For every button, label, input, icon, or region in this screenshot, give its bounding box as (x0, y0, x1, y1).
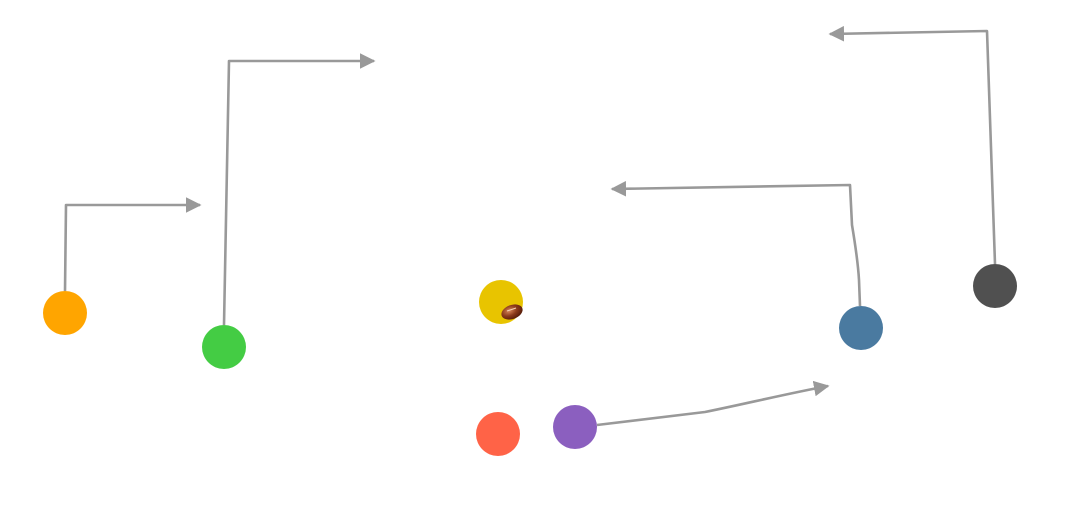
player-green (202, 325, 246, 369)
player-orange (43, 291, 87, 335)
football-lace (506, 307, 517, 312)
route-blue (610, 180, 862, 307)
players-layer (43, 264, 1017, 456)
player-red (476, 412, 520, 456)
player-dark (973, 264, 1017, 308)
football-icon (501, 304, 523, 320)
route-green (222, 53, 376, 326)
route-orange (63, 197, 202, 292)
player-blue (839, 306, 883, 350)
route-dark (828, 25, 997, 265)
routes-layer (63, 25, 997, 427)
route-purple (596, 380, 830, 427)
player-purple (553, 405, 597, 449)
